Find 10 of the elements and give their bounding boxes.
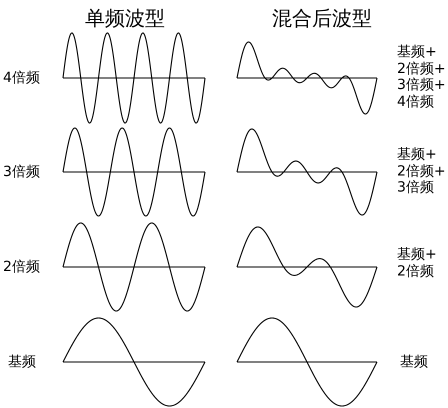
waveform-label: 基频+2倍频 — [397, 246, 437, 280]
column-heading: 混合后波型 — [272, 6, 372, 30]
frequency-label: 2倍频 — [3, 258, 40, 276]
frequency-label: 基频 — [8, 354, 36, 370]
waveform-label: 基频+2倍频+3倍频 — [397, 146, 446, 196]
frequency-label: 3倍频 — [3, 164, 40, 180]
waveform-label: 基频+2倍频+3倍频+4倍频 — [397, 44, 446, 110]
waveform-label: 基频 — [400, 354, 428, 370]
column-heading: 单频波型 — [85, 6, 165, 30]
frequency-label: 4倍频 — [3, 70, 40, 86]
